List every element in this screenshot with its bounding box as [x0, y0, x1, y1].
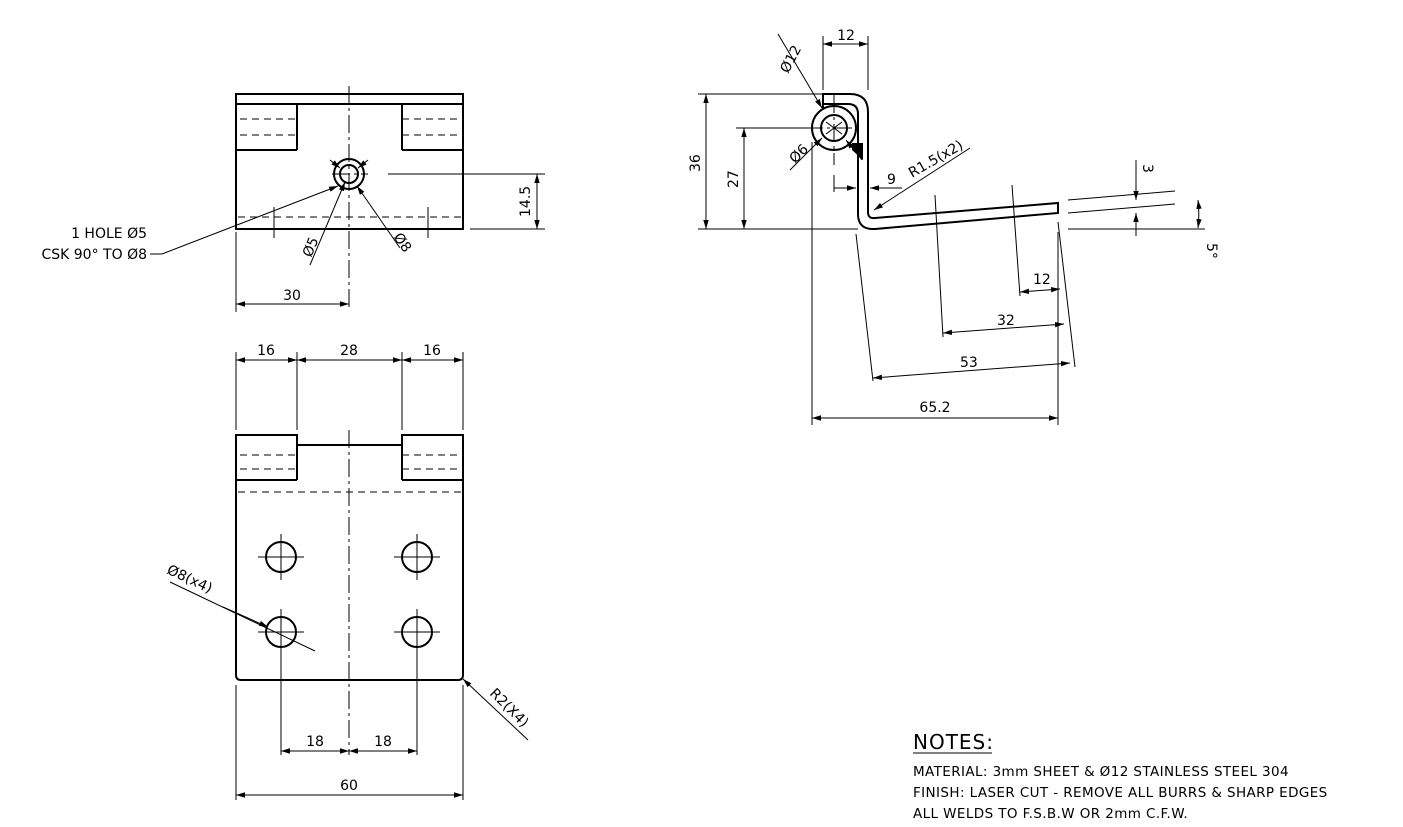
dim-top-height: 14.5 — [518, 186, 534, 217]
dim-thickness: 3 — [1139, 164, 1155, 173]
hole-note-line1: 1 HOLE Ø5 — [71, 226, 147, 242]
dim-top-width: 30 — [283, 288, 301, 304]
hole-note-line2: CSK 90° TO Ø8 — [41, 247, 147, 263]
notes-line-3: ALL WELDS TO F.S.B.W OR 2mm C.F.W. — [913, 806, 1188, 822]
dim-overall-height: 36 — [688, 154, 704, 172]
dim-tip: 12 — [1033, 272, 1051, 288]
notes-block: NOTES: MATERIAL: 3mm SHEET & Ø12 STAINLE… — [913, 730, 1328, 822]
dim-hole-spacing-left: 18 — [306, 734, 324, 750]
dim-csk-dia: Ø8 — [390, 230, 415, 256]
dim-offset: 9 — [887, 172, 896, 188]
dim-overall-length: 65.2 — [919, 400, 950, 416]
csk-hole-outer — [333, 158, 365, 190]
dim-hole-dia: Ø5 — [300, 235, 323, 260]
dim-corner-radius: R2(X4) — [486, 686, 531, 731]
dim-hole-spacing-right: 18 — [374, 734, 392, 750]
dim-overall-width: 60 — [340, 778, 358, 794]
dim-angle: 5° — [1203, 243, 1219, 259]
dim-mid: 32 — [997, 313, 1015, 329]
dim-bore-dia: Ø6 — [787, 141, 812, 166]
csk-hole-inner — [339, 164, 359, 184]
side-view — [698, 33, 1205, 425]
weld-fillet — [852, 143, 863, 160]
dim-center-gap: 28 — [340, 343, 358, 359]
front-view-outline — [235, 434, 464, 681]
notes-line-1: MATERIAL: 3mm SHEET & Ø12 STAINLESS STEE… — [913, 764, 1289, 780]
dim-left-knuckle: 16 — [257, 343, 275, 359]
hole-note-leader — [150, 185, 339, 255]
dim-pin-dia: Ø12 — [777, 43, 805, 76]
dim-pin-height: 27 — [726, 170, 742, 188]
notes-heading: NOTES: — [913, 730, 994, 754]
notes-line-2: FINISH: LASER CUT - REMOVE ALL BURRS & S… — [913, 785, 1328, 801]
front-view — [169, 352, 529, 800]
dim-bend-radius: R1.5(x2) — [906, 138, 966, 182]
dim-right-knuckle: 16 — [423, 343, 441, 359]
dim-leaf-length: 53 — [960, 355, 978, 371]
dim-knuckle-width: 12 — [837, 28, 855, 44]
hinge-profile — [822, 93, 1059, 231]
top-view — [150, 86, 545, 312]
